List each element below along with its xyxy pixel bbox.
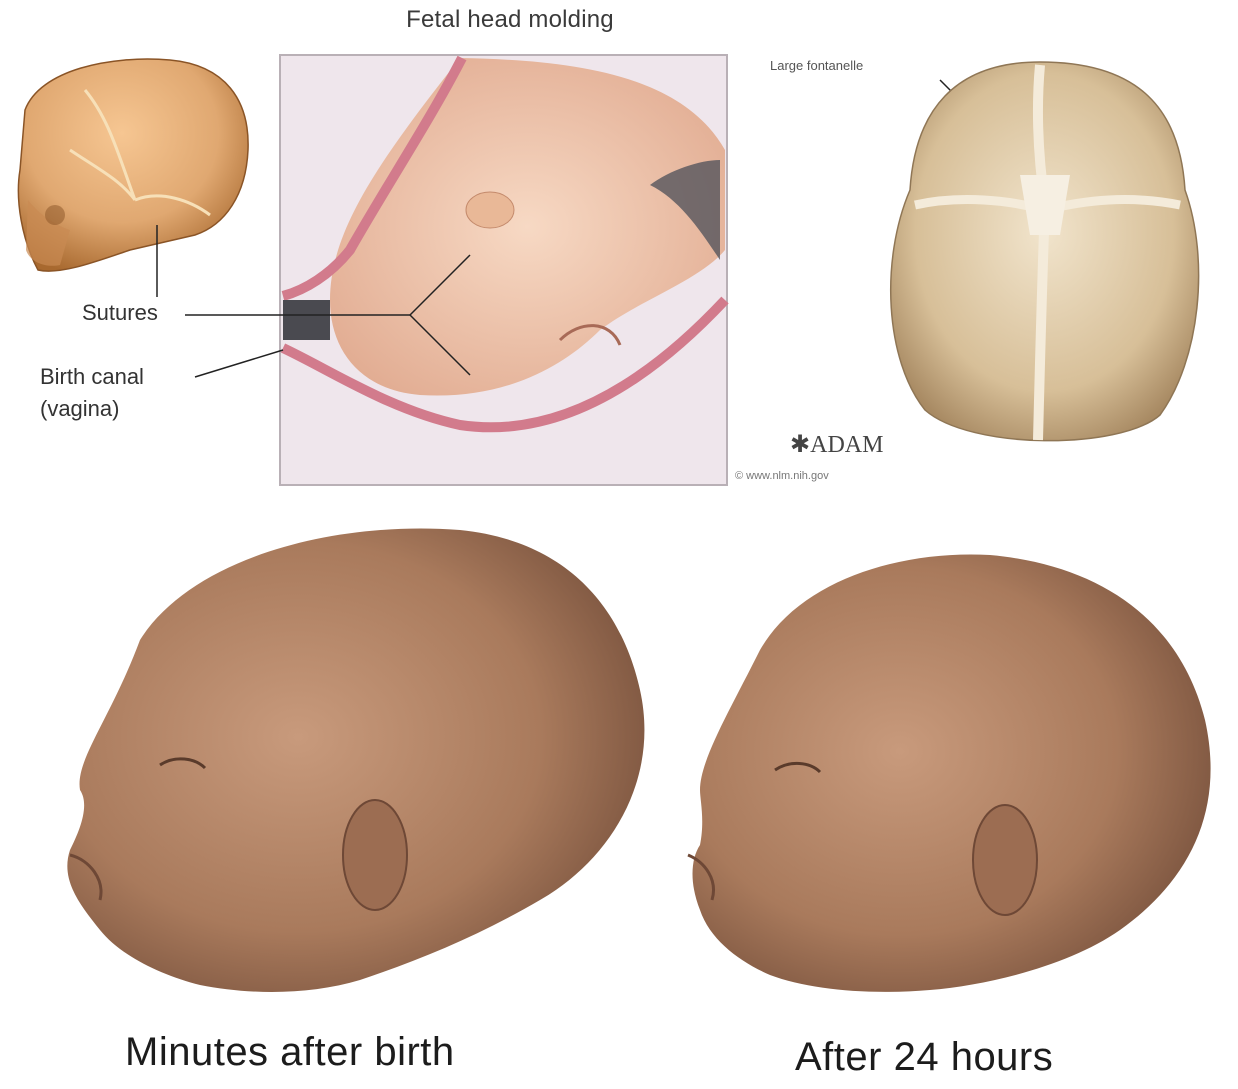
birth-canal-label: Birth canal xyxy=(40,364,144,389)
birth-canal-sublabel: (vagina) xyxy=(40,396,120,421)
figure-title: Fetal head molding xyxy=(406,6,614,33)
side-skull-illustration xyxy=(17,58,249,272)
adam-logo-text: ADAM xyxy=(810,432,884,458)
birth-canal-illustration xyxy=(279,54,729,486)
caption-minutes-after-birth: Minutes after birth xyxy=(125,1030,455,1074)
top-skull-illustration xyxy=(889,61,1200,442)
sutures-label: Sutures xyxy=(82,300,158,325)
asterisk-icon: ✱ xyxy=(790,432,811,458)
credit-url: © www.nlm.nih.gov xyxy=(735,470,829,482)
large-fontanelle-label: Large fontanelle xyxy=(770,58,864,73)
baby-head-minutes-illustration xyxy=(67,528,645,992)
baby-head-24h-illustration xyxy=(687,554,1211,992)
caption-after-24-hours: After 24 hours xyxy=(795,1035,1054,1079)
adam-logo: ✱ADAM xyxy=(790,430,883,459)
